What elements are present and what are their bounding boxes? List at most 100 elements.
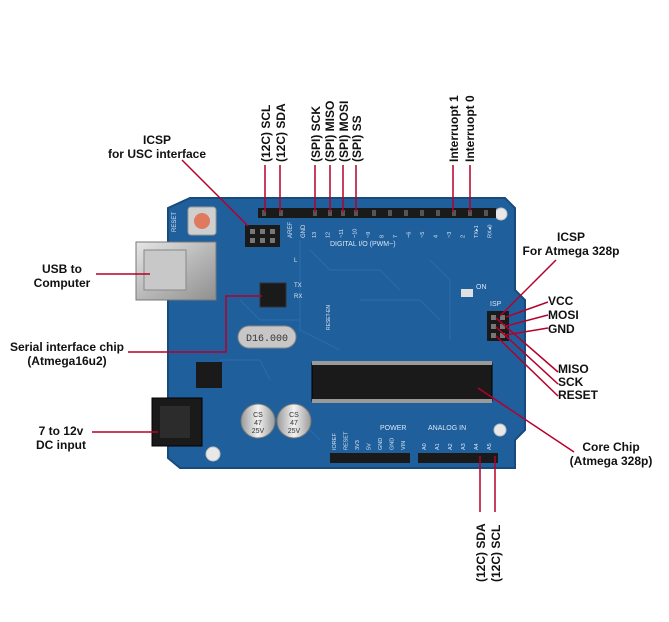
analog-pin-label: A0 [422,443,428,450]
digital-pin-label: ~11 [339,229,345,238]
mount-hole [205,446,221,462]
serial-callout: Serial interface chip (Atmega16u2) [4,340,130,368]
analog-header [418,453,498,463]
usb-jack-face [143,249,187,291]
capacitor-2 [276,403,312,439]
analog-pin-label: A3 [461,443,467,450]
voltage-regulator [196,362,222,388]
top-pin-label-sck: (SPI) SCK [309,105,323,162]
reset-label: RESET [172,212,178,232]
crystal-label: D16.000 [246,334,288,345]
callout-line-core [477,387,575,453]
core-chip-socket-bottom [312,399,492,403]
usb-line1: USB to [42,262,82,276]
top-pin-label-int0: Interruopt 0 [463,95,477,162]
core-line1: Core Chip [582,440,640,454]
top-pin-label-scl: (12C) SCL [259,104,273,162]
icsp-usb-callout: ICSP for USC interface [92,133,222,161]
mount-hole [494,207,508,221]
led-rx-label: RX [294,294,302,300]
core-chip [311,362,493,402]
icsp-main-title: ICSP [556,230,585,244]
reset-button-cap [194,213,210,229]
digital-pin-label: 12 [326,232,332,238]
isp-label: ISP [490,301,502,308]
icsp-usb-pins [250,229,275,243]
analog-pin-label: A5 [487,443,493,450]
on-led [461,289,473,297]
digital-pin-label: 4 [434,235,440,238]
callout-line-miso-main [495,317,559,373]
bottom-pin-label-scl: (12C) SCL [489,524,503,582]
bottom-pin-label-sda: (12C) SDA [474,523,488,582]
digital-header-label: DIGITAL I/O (PWM~) [330,241,396,248]
crystal [237,325,297,349]
serial-chip [259,282,287,308]
digital-pin-labels: 13 12 ~11 ~10 ~9 8 7 ~6 ~5 4 ~3 2 TX▸1 RX◂0 [312,225,494,238]
power-header [330,453,410,463]
on-label: ON [476,284,487,291]
core-callout: Core Chip (Atmega 328p) [556,440,666,468]
digital-pin-label: 13 [312,232,318,238]
dc-line2: DC input [36,438,86,452]
digital-pin-label: ~9 [366,232,372,238]
callout-line-icsp-main [499,259,557,317]
power-pin-label: VIN [401,441,407,450]
icsp-usb-header [245,225,280,247]
dc-line1: 7 to 12v [38,424,84,438]
callout-line-icsp-usb [181,159,249,227]
cap1-line3: 25V [252,428,265,435]
digital-pin-label: 8 [380,235,386,238]
top-pin-label-sda: (12C) SDA [274,103,288,162]
aref-label: AREF [288,222,294,238]
digital-pin-label: ~10 [353,229,359,238]
icsp-usb-title: ICSP [142,133,171,147]
capacitor-1 [240,403,276,439]
callout-line-vcc [505,301,549,318]
reset-en-label: RESET-EN [326,305,332,330]
analog-pin-label: A2 [448,443,454,450]
dc-jack-face [160,406,190,438]
power-pin-label: IOREF [332,433,338,450]
digital-pin-label: ~6 [407,232,413,238]
gnd-label-callout: GND [548,322,575,336]
power-pin-label: 5V [367,443,373,450]
digital-pin-label: 7 [393,235,399,238]
led-l-label: L [294,258,298,264]
mount-hole [493,423,507,437]
digital-pin-label: ~5 [420,232,426,238]
callout-line-gnd [505,327,549,336]
digital-pin-label: TX▸1 [474,225,480,238]
power-pin-label: 3V3 [355,440,361,450]
cap2-line2: 47 [290,420,298,427]
sck-label: SCK [558,375,584,389]
icsp-usb-subtitle: for USC interface [107,147,207,161]
digital-pin-label: 2 [461,235,467,238]
power-header-label: POWER [380,425,406,432]
power-pin-label: GND [390,438,396,450]
power-pin-label: RESET [344,431,350,450]
top-pin-label-ss: (SPI) SS [350,115,364,162]
callout-line-mosi-main [505,314,549,327]
top-pin-label-miso: (SPI) MISO [323,100,337,162]
usb-callout: USB to Computer [22,262,102,290]
analog-pin-label: A1 [435,443,441,450]
digital-pin-label: RX◂0 [488,225,494,238]
digital-header-top [258,208,496,218]
icsp-main-pins [491,315,505,338]
pcb-board [167,197,526,469]
core-line2: (Atmega 328p) [569,454,653,468]
digital-header-holes [262,210,488,216]
cap1-line2: 47 [254,420,262,427]
top-pin-label-mosi: (SPI) MOSI [337,100,351,162]
mosi-label: MOSI [548,308,579,322]
callout-line-reset [495,335,559,397]
gnd-label: GND [301,224,307,238]
core-chip-socket-top [312,361,492,365]
reset-label-callout: RESET [558,388,599,402]
top-pin-label-int1: Interruopt 1 [447,95,461,162]
digital-pin-label: ~3 [447,232,453,238]
